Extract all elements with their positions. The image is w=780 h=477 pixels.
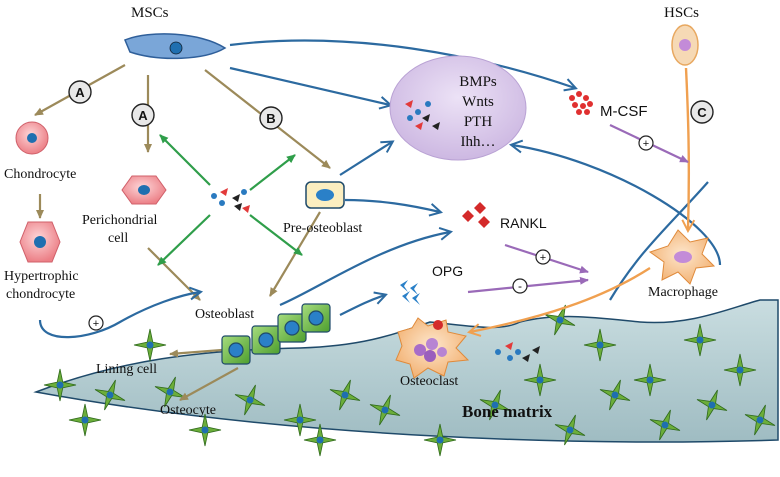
osteocyte-nucleus <box>596 341 604 349</box>
osteocyte-nucleus <box>56 381 64 389</box>
osteocyte-nucleus <box>696 336 704 344</box>
osteocyte-nucleus <box>556 316 564 324</box>
osteocyte-nucleus <box>341 391 349 399</box>
pathway-badge-b: B <box>259 106 283 130</box>
osteocyte-nucleus <box>166 388 174 396</box>
purple-effect-arrows <box>467 124 689 294</box>
label-osteocyte: Osteocyte <box>160 403 216 418</box>
orange-arrows <box>470 67 689 332</box>
pathway-badge-c: C <box>690 100 714 124</box>
plus-sign-mcsf: + <box>638 135 654 151</box>
osteocyte-nucleus <box>708 401 716 409</box>
perichondrial-cell <box>121 175 167 205</box>
svg-text:+: + <box>540 252 546 264</box>
bone-matrix <box>33 299 779 443</box>
osteocyte-nucleus <box>316 436 324 444</box>
label-bone-matrix: Bone matrix <box>462 402 553 421</box>
label-hscs: HSCs <box>664 5 699 21</box>
osteocyte-cells <box>43 304 776 457</box>
osteocyte-nucleus <box>491 401 499 409</box>
factor-bmps: BMPs <box>459 74 497 90</box>
label-lining-cell: Lining cell <box>96 362 157 377</box>
green-signal-arrows <box>157 134 303 266</box>
hsc-cell <box>671 24 699 66</box>
pre-osteoblast-cell <box>305 181 345 209</box>
macrophage-cell <box>648 229 716 285</box>
molecule-cluster-matrix <box>495 342 540 362</box>
svg-text:-: - <box>518 279 522 293</box>
factor-ihh: Ihh… <box>461 134 496 150</box>
osteoblast-cells <box>221 303 331 365</box>
molecule-cluster-center <box>211 188 250 213</box>
msc-cell <box>124 33 227 60</box>
chondrocyte-cell <box>15 121 49 155</box>
osteocyte-nucleus <box>566 426 574 434</box>
minus-sign-opg: - <box>512 278 528 294</box>
osteocyte-nucleus <box>81 416 89 424</box>
factor-wnts: Wnts <box>462 94 494 110</box>
osteoclast-cell <box>395 317 470 379</box>
label-osteoclast: Osteoclast <box>400 374 458 389</box>
plus-sign-rankl: + <box>535 249 551 265</box>
label-mcsf: M-CSF <box>600 103 648 120</box>
molecule-cluster-bubble <box>405 100 440 130</box>
osteocyte-nucleus <box>201 426 209 434</box>
osteocyte-nucleus <box>381 406 389 414</box>
svg-text:+: + <box>643 138 649 150</box>
svg-text:+: + <box>93 318 99 330</box>
osteocyte-nucleus <box>296 416 304 424</box>
osteocyte-nucleus <box>646 376 654 384</box>
svg-text:C: C <box>697 105 707 120</box>
rankl-molecules <box>462 202 490 228</box>
label-rankl: RANKL <box>500 215 547 231</box>
pathway-badge-a-left: A <box>68 80 92 104</box>
svg-text:A: A <box>75 85 85 100</box>
label-mscs: MSCs <box>131 5 169 21</box>
osteocyte-nucleus <box>146 341 154 349</box>
svg-text:A: A <box>138 108 148 123</box>
factor-list: BMPs Wnts PTH Ihh… <box>459 74 497 150</box>
osteocyte-nucleus <box>736 366 744 374</box>
factor-pth: PTH <box>464 114 493 130</box>
label-hypertrophic-line2: chondrocyte <box>6 287 75 302</box>
label-pre-osteoblast: Pre-osteoblast <box>283 221 362 236</box>
pathway-badge-a-center: A <box>131 103 155 127</box>
label-perichondrial-line1: Perichondrial <box>82 213 158 228</box>
label-opg: OPG <box>432 263 463 279</box>
mcsf-molecules <box>569 91 593 115</box>
osteocyte-nucleus <box>536 376 544 384</box>
plus-sign-hypertrophic: + <box>88 315 104 331</box>
label-perichondrial-line2: cell <box>108 231 128 246</box>
hypertrophic-chondrocyte-cell <box>19 221 61 263</box>
osteocyte-nucleus <box>756 416 764 424</box>
label-macrophage: Macrophage <box>648 285 718 300</box>
osteocyte-nucleus <box>106 391 114 399</box>
growth-factor-bubble <box>389 55 527 161</box>
osteocyte-nucleus <box>246 396 254 404</box>
opg-molecules <box>400 280 420 305</box>
osteocyte-nucleus <box>661 421 669 429</box>
label-hypertrophic-line1: Hypertrophic <box>4 269 79 284</box>
svg-text:B: B <box>266 111 275 126</box>
label-chondrocyte: Chondrocyte <box>4 167 76 182</box>
osteocyte-nucleus <box>436 436 444 444</box>
label-osteoblast: Osteoblast <box>195 307 254 322</box>
osteocyte-nucleus <box>611 391 619 399</box>
